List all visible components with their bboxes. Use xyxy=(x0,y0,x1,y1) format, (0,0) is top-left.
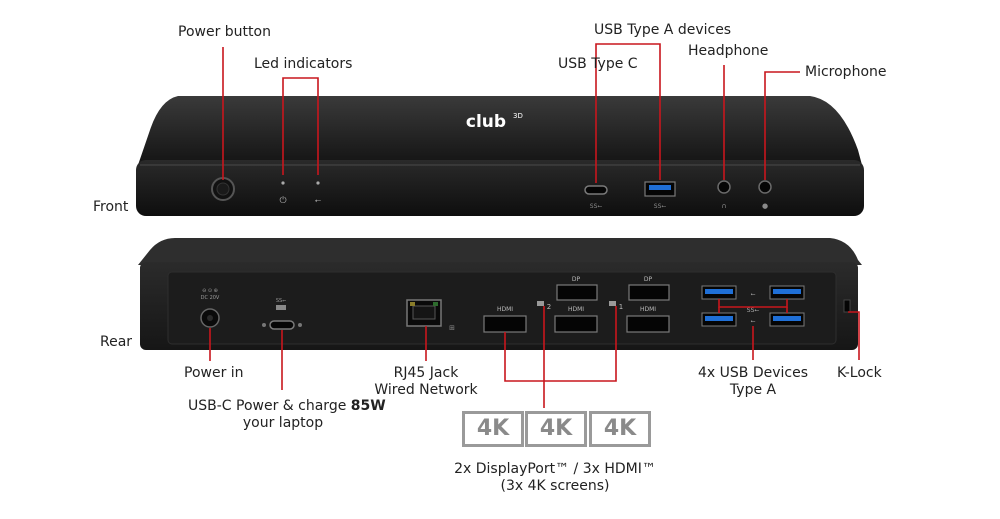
label-display-caption: 2x DisplayPort™ / 3x HDMI™ (3x 4K screen… xyxy=(430,461,680,495)
svg-text:⏻: ⏻ xyxy=(279,195,286,206)
label-led-indicators: Led indicators xyxy=(254,56,353,72)
svg-text:⭠: ⭠ xyxy=(751,318,756,325)
svg-text:SS⭠: SS⭠ xyxy=(590,203,603,210)
label-headphone: Headphone xyxy=(688,43,769,59)
headphone-jack: ∩ xyxy=(717,180,731,210)
label-usbc-power: USB-C Power & charge 85W your laptop xyxy=(188,398,386,432)
svg-text:SS⭠: SS⭠ xyxy=(654,203,667,210)
usb-devices-line2: Type A xyxy=(729,382,777,398)
klock-slot xyxy=(843,299,851,313)
svg-text:HDMI: HDMI xyxy=(640,306,656,313)
svg-text:DP: DP xyxy=(572,276,581,283)
rj45-port: ⊞ xyxy=(406,299,455,332)
callout-lines xyxy=(209,43,860,408)
svg-text:⭠: ⭠ xyxy=(751,291,756,298)
resolution-box-2: 4K xyxy=(525,411,587,447)
svg-text:●: ● xyxy=(762,202,768,210)
front-usb-c-port: SS⭠ xyxy=(584,185,608,210)
svg-text:club: club xyxy=(466,112,506,132)
svg-text:DC 20V: DC 20V xyxy=(201,295,220,301)
resolution-box-1: 4K xyxy=(462,411,524,447)
label-front: Front xyxy=(93,199,129,215)
svg-text:⊞: ⊞ xyxy=(449,324,455,332)
front-power-button xyxy=(211,177,235,201)
svg-text:1: 1 xyxy=(619,303,623,311)
dc-power-in-port: ⊖ ⊙ ⊕ DC 20V xyxy=(200,288,220,328)
rj45-line2: Wired Network xyxy=(374,382,478,398)
label-power-button: Power button xyxy=(178,24,271,40)
svg-text:2: 2 xyxy=(547,303,551,311)
led-icons: ⏻ ⭠ xyxy=(279,181,322,206)
svg-text:∩: ∩ xyxy=(721,202,726,210)
label-usb-devices: 4x USB Devices Type A xyxy=(695,365,811,399)
display-caption-line2: (3x 4K screens) xyxy=(500,478,610,494)
video-ports: HDMI DP HDMI 2 DP HDMI 1 xyxy=(483,276,670,333)
svg-text:⭠: ⭠ xyxy=(315,196,322,205)
club3d-logo: club 3D xyxy=(466,112,523,132)
label-klock: K-Lock xyxy=(837,365,882,381)
display-caption-line1: 2x DisplayPort™ / 3x HDMI™ xyxy=(454,461,656,477)
usb-devices-line1: 4x USB Devices xyxy=(697,365,808,381)
usbc-power-line2: your laptop xyxy=(242,415,324,431)
resolution-box-3: 4K xyxy=(589,411,651,447)
usbc-power-text: USB-C Power & charge xyxy=(188,398,351,414)
microphone-jack: ● xyxy=(758,180,772,210)
svg-text:SS⭠: SS⭠ xyxy=(747,307,760,314)
label-usb-type-c: USB Type C xyxy=(558,56,638,72)
label-microphone: Microphone xyxy=(805,64,887,80)
label-rear: Rear xyxy=(100,334,133,350)
front-usb-a-port: SS⭠ xyxy=(644,181,676,210)
svg-text:HDMI: HDMI xyxy=(497,306,513,313)
svg-text:HDMI: HDMI xyxy=(568,306,584,313)
svg-text:DP: DP xyxy=(644,276,653,283)
rear-usb-c-port: SS⭠ xyxy=(262,298,302,330)
label-power-in: Power in xyxy=(184,365,244,381)
rj45-line1: RJ45 Jack xyxy=(393,365,459,381)
usbc-power-watts: 85W xyxy=(350,398,386,414)
svg-text:⊖ ⊙ ⊕: ⊖ ⊙ ⊕ xyxy=(202,288,218,294)
svg-text:3D: 3D xyxy=(513,112,523,120)
label-rj45: RJ45 Jack Wired Network xyxy=(368,365,484,399)
label-usb-type-a-devices: USB Type A devices xyxy=(594,22,732,38)
svg-text:SS⭠: SS⭠ xyxy=(276,298,286,304)
